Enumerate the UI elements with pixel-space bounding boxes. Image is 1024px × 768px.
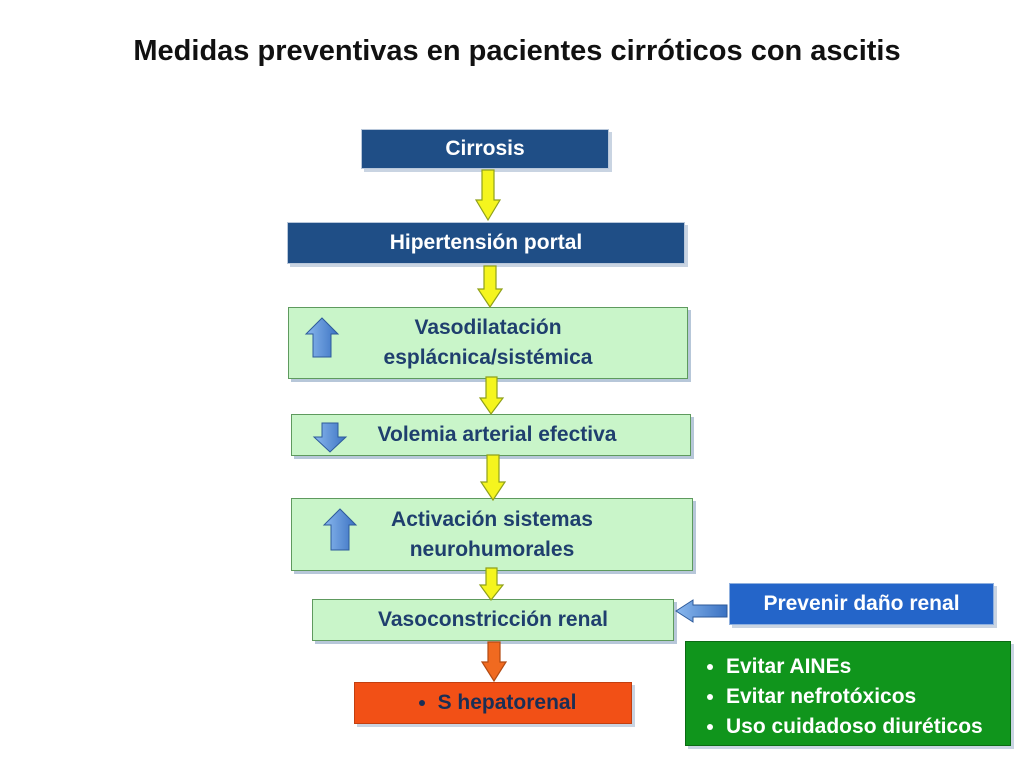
box-hipertension-portal: Hipertensión portal [287,222,685,264]
measures-box: Evitar AINEs Evitar nefrotóxicos Uso cui… [685,641,1011,746]
box-vasoconstriccion-label: Vasoconstricción renal [378,608,608,631]
box-activacion-label: Activación sistemas neurohumorales [391,507,593,561]
hepatorenal-list: S hepatorenal [410,688,577,718]
flow-arrow-1 [474,169,502,222]
box-volemia: Volemia arterial efectiva [291,414,691,456]
box-volemia-label: Volemia arterial efectiva [377,423,617,446]
box-prevenir: Prevenir daño renal [729,583,994,625]
box-cirrosis-label: Cirrosis [445,137,525,160]
flow-arrow-final [480,641,508,683]
flow-arrow-5 [478,567,505,601]
flow-arrow-2 [476,265,504,309]
box-prevenir-label: Prevenir daño renal [763,592,960,615]
flow-arrow-4 [479,454,507,502]
measure-item: Evitar nefrotóxicos [726,682,983,712]
up-arrow-icon [322,508,358,551]
box-activacion: Activación sistemas neurohumorales [291,498,693,571]
flow-arrow-3 [478,376,505,416]
hepatorenal-item: S hepatorenal [438,688,577,718]
box-vasodilatacion-label: Vasodilatación esplácnica/sistémica [383,316,593,369]
up-arrow-icon [304,317,340,358]
down-arrow-icon [312,422,348,453]
left-arrow-icon [675,599,728,623]
box-cirrosis: Cirrosis [361,129,609,169]
measure-item: Evitar AINEs [726,652,983,682]
box-vasodilatacion: Vasodilatación esplácnica/sistémica [288,307,688,379]
page-title: Medidas preventivas en pacientes cirróti… [133,35,901,67]
box-vasoconstriccion: Vasoconstricción renal [312,599,674,641]
measures-list: Evitar AINEs Evitar nefrotóxicos Uso cui… [686,652,983,742]
measure-item: Uso cuidadoso diuréticos [726,712,983,742]
box-hepatorenal: S hepatorenal [354,682,632,724]
box-hipertension-label: Hipertensión portal [389,231,583,254]
